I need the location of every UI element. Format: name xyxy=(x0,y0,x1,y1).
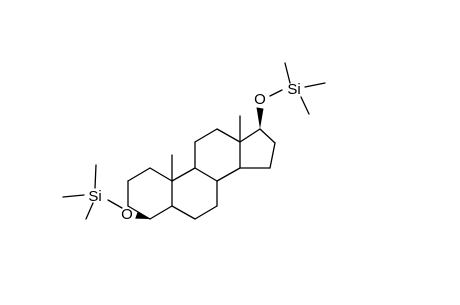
si-methyl-bond xyxy=(85,202,94,220)
bond xyxy=(171,205,196,220)
bond xyxy=(149,205,173,220)
ring-c xyxy=(194,128,241,182)
bond xyxy=(216,167,241,182)
bond xyxy=(216,128,241,143)
bond xyxy=(194,128,218,143)
bond xyxy=(239,128,261,143)
si-methyl-bond xyxy=(300,96,310,115)
tms-ether-top: O Si xyxy=(254,62,326,115)
si-methyl-bond xyxy=(304,82,326,88)
bond xyxy=(269,142,276,169)
silicon-left-label: Si xyxy=(88,188,101,205)
si-methyl-bond xyxy=(94,164,97,189)
ring-d xyxy=(239,128,276,169)
bond-o-si-left xyxy=(107,199,123,209)
bond xyxy=(259,128,276,144)
oxygen-left-label: O xyxy=(121,206,133,223)
ring-a xyxy=(127,167,173,220)
tms-ether-left: O Si xyxy=(62,164,133,223)
bond xyxy=(171,167,196,182)
bond xyxy=(194,205,218,220)
bond xyxy=(149,167,173,182)
wedge-bond-c3-o xyxy=(135,211,150,219)
silicon-top-label: Si xyxy=(287,81,300,98)
ring-b xyxy=(171,167,218,220)
oxygen-top-label: O xyxy=(254,91,266,108)
bond xyxy=(127,167,151,182)
wedge-bond-c17-o xyxy=(256,107,264,129)
bond xyxy=(194,167,218,182)
si-methyl-bond xyxy=(284,62,291,84)
bond-o-si-top xyxy=(269,89,283,97)
si-methyl-bond xyxy=(62,194,85,198)
